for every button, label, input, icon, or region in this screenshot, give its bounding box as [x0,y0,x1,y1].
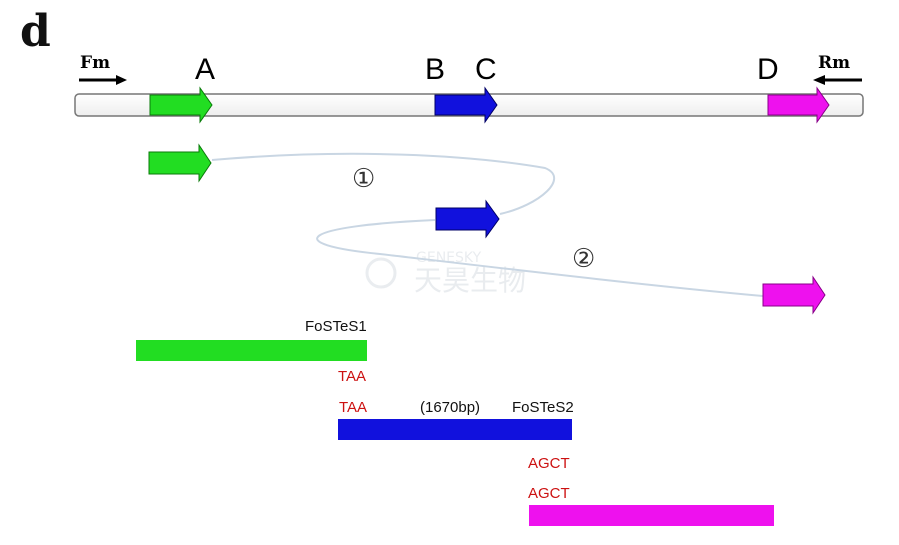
segment-arrow-a [149,86,213,124]
site-label-d: D [757,53,779,86]
junction-taa-start: TAA [339,399,367,416]
segment-arrow-bc [434,86,498,124]
step-marker-1: ① [352,164,375,194]
segment-arrow-d [767,86,830,124]
fostes-arrow-a [148,143,212,183]
site-label-c: C [475,53,497,86]
segment-2-name: FoSTeS2 [512,399,574,416]
segment-1-name: FoSTeS1 [305,318,367,335]
forward-primer-label: Fm [80,53,110,73]
forward-arrow-icon [116,75,127,85]
junction-agct-start: AGCT [528,485,570,502]
junction-agct-end: AGCT [528,455,570,472]
segment-2-size: (1670bp) [420,399,480,416]
fostes-arrow-bc [435,199,500,239]
junction-taa-end: TAA [338,368,366,385]
watermark: GENESKY 天昊生物 [365,250,526,297]
watermark-logo-icon [365,257,397,289]
site-label-a: A [195,53,215,86]
switch-curve-2 [316,219,764,297]
panel-label: d [20,6,51,57]
reverse-primer: Rm [813,53,862,85]
watermark-brand: GENESKY [416,250,482,266]
segment-3-bar [529,505,774,526]
site-label-b: B [425,53,445,86]
reverse-arrow-icon [813,75,825,85]
forward-primer: Fm [79,53,127,85]
step-marker-2: ② [572,244,595,274]
segment-2-bar [338,419,572,440]
reverse-primer-label: Rm [818,53,850,73]
segment-1-bar [136,340,367,361]
fostes-arrow-d [762,275,826,315]
switch-curve-1 [211,152,556,215]
